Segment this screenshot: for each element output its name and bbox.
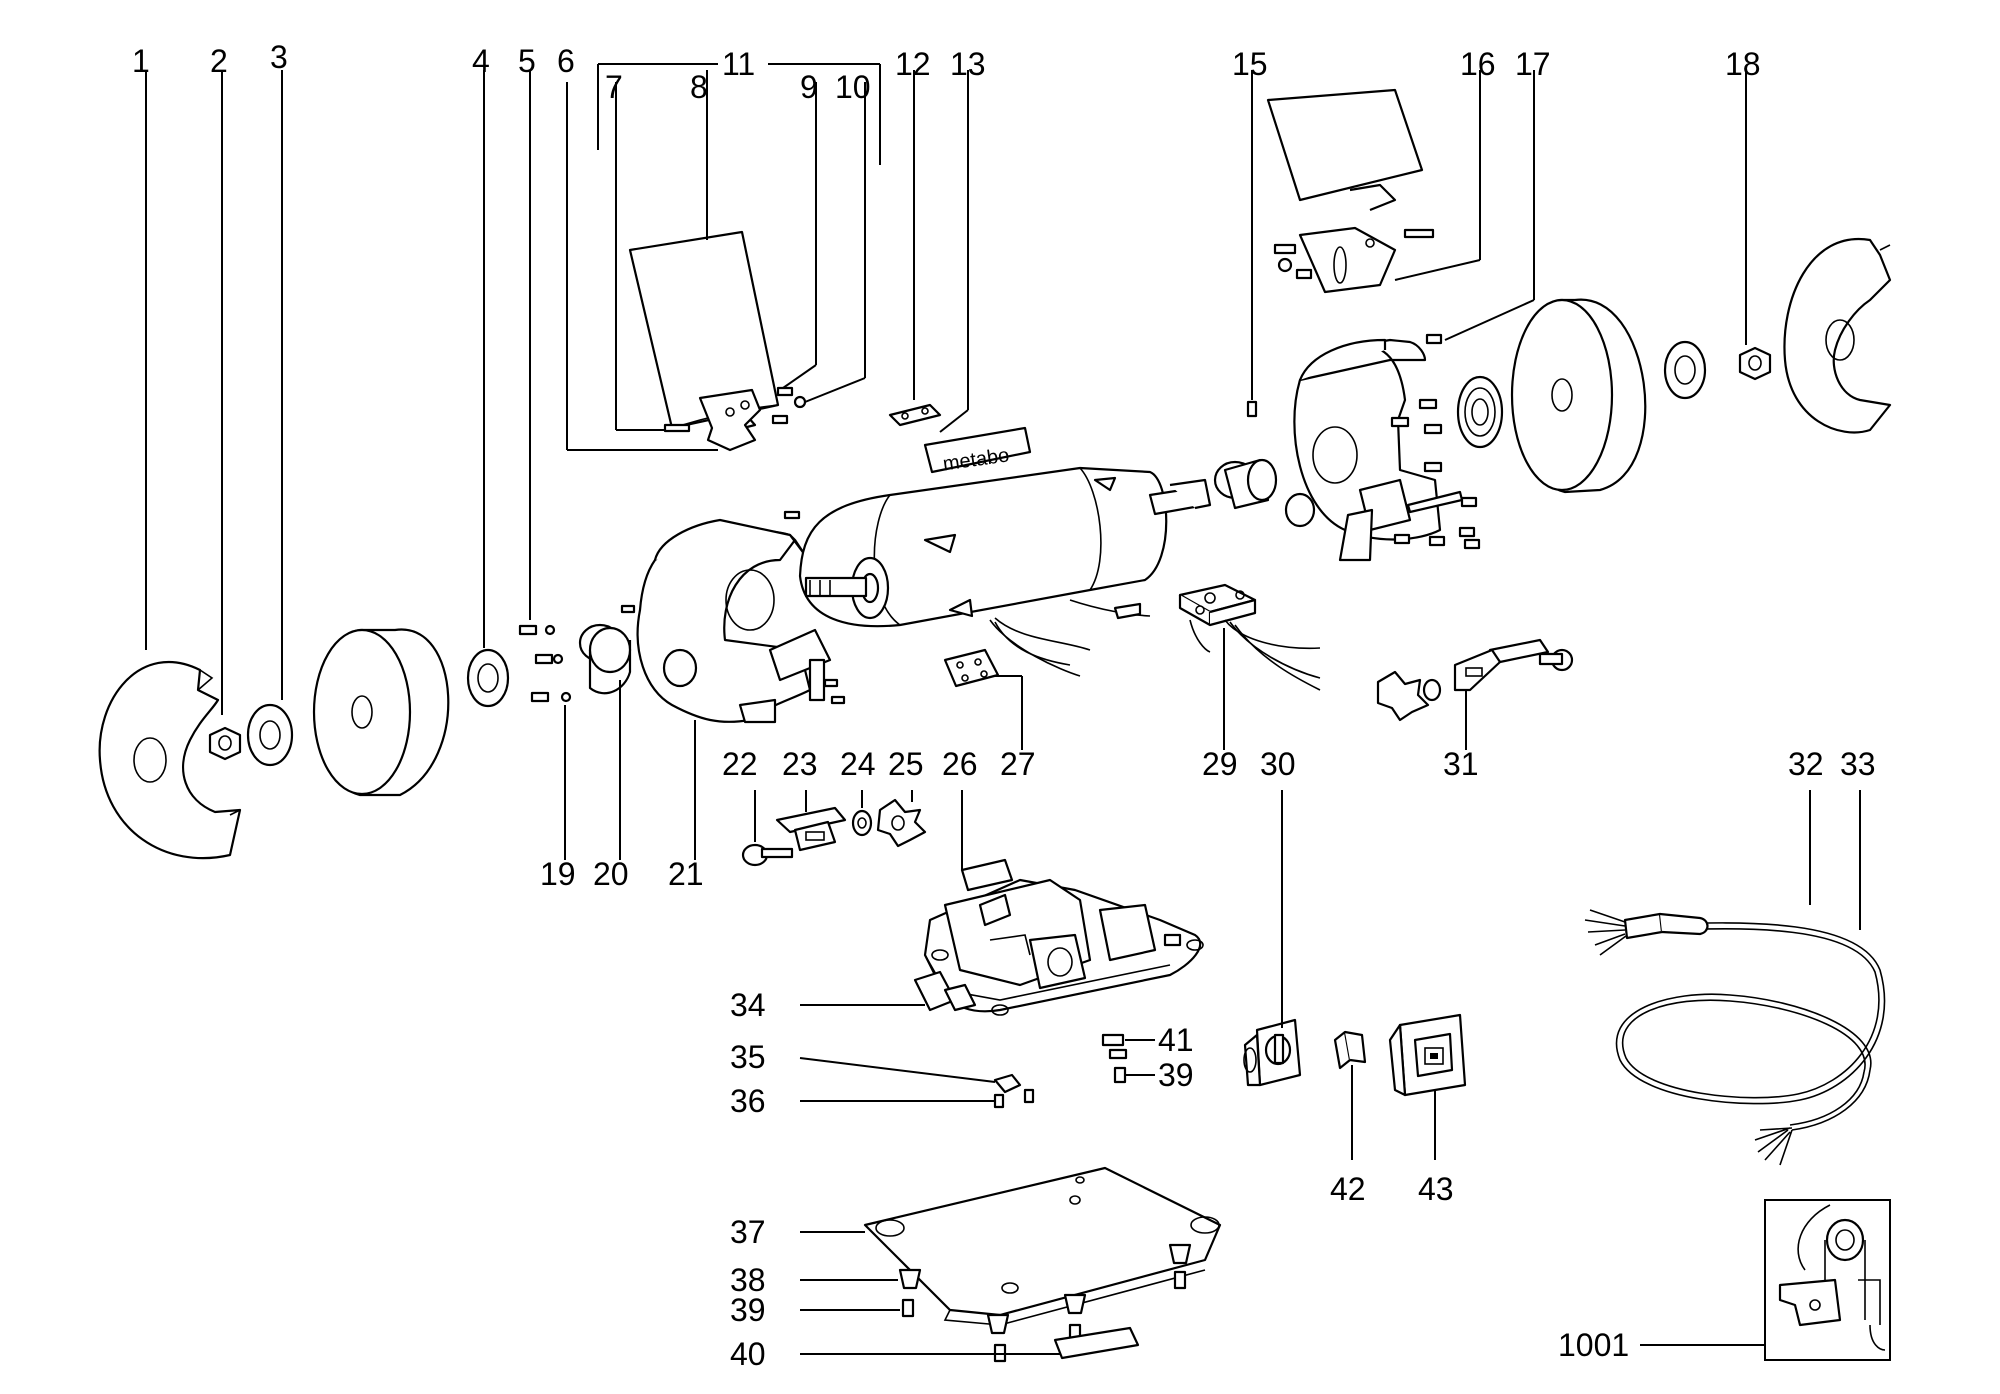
part-29-terminal-block	[1178, 583, 1321, 691]
right-grinding-wheel	[1510, 298, 1647, 494]
part-42-capacitor	[1333, 1030, 1367, 1070]
part-26-label	[960, 858, 1014, 892]
label-2: 2	[210, 43, 228, 79]
label-38: 38	[730, 1262, 766, 1298]
label-17: 17	[1515, 46, 1551, 82]
part-25-star-knob	[876, 798, 927, 848]
label-4: 4	[472, 43, 490, 79]
part-38-rubber-feet	[898, 1243, 1192, 1335]
label-29: 29	[1202, 746, 1238, 782]
label-25: 25	[888, 746, 924, 782]
label-13: 13	[950, 46, 986, 82]
label-24: 24	[840, 746, 876, 782]
label-1: 1	[132, 43, 150, 79]
label-34: 34	[730, 987, 766, 1023]
right-flange	[1456, 375, 1504, 449]
label-6: 6	[557, 43, 575, 79]
label-11: 11	[722, 46, 755, 82]
label-22: 22	[722, 746, 758, 782]
label-43: 43	[1418, 1171, 1454, 1207]
label-41: 41	[1158, 1022, 1194, 1058]
part-labels: 1 2 3 4 5 6 7 8 9 10 11 12 13 15 16 17 1…	[132, 39, 1876, 1372]
label-21: 21	[668, 856, 704, 892]
label-9: 9	[800, 69, 818, 105]
label-39-lower: 39	[730, 1292, 766, 1328]
label-35: 35	[730, 1039, 766, 1075]
label-42: 42	[1330, 1171, 1366, 1207]
motor	[798, 466, 1212, 677]
part-22-screw	[741, 843, 794, 867]
label-37: 37	[730, 1214, 766, 1250]
label-5: 5	[518, 43, 536, 79]
label-20: 20	[593, 856, 629, 892]
part-34-base	[913, 878, 1204, 1016]
part-36-screws	[993, 1088, 1035, 1109]
label-12: 12	[895, 46, 931, 82]
part-40-label	[1053, 1326, 1140, 1360]
part-30-rotary-switch	[1243, 1018, 1302, 1087]
part-33-power-cord	[1615, 922, 1886, 1131]
part-35-earth-terminal	[993, 1073, 1022, 1094]
label-1001: 1001	[1558, 1327, 1629, 1363]
right-bushing	[1213, 458, 1278, 510]
part-32-cord-grommet	[1584, 909, 1709, 956]
label-40: 40	[730, 1336, 766, 1372]
part-18-nut	[1738, 346, 1772, 381]
part-17-right-wheel-housing	[1284, 333, 1481, 562]
label-15: 15	[1232, 46, 1268, 82]
part-5-screws	[518, 624, 572, 703]
part-37-bottom-plate	[863, 1166, 1222, 1326]
label-32: 32	[1788, 746, 1824, 782]
label-16: 16	[1460, 46, 1496, 82]
label-39-upper: 39	[1158, 1057, 1194, 1093]
part-1-wheel-guard-cover	[98, 660, 242, 860]
part-41-cable-clamp	[1101, 1033, 1128, 1060]
part-1001-wiring-diagram	[1764, 1199, 1891, 1361]
part-16-right-eye-shield	[1266, 88, 1435, 294]
part-4-flange	[466, 648, 510, 708]
label-10: 10	[835, 69, 871, 105]
right-flange-2	[1663, 340, 1707, 400]
right-wheel-guard-cover	[1783, 237, 1892, 434]
label-33: 33	[1840, 746, 1876, 782]
part-21-left-wheel-housing	[620, 510, 846, 724]
part-13-nameplate: metabo	[923, 426, 1032, 475]
label-26: 26	[942, 746, 978, 782]
part-12-plate-bracket	[888, 403, 942, 427]
part-24-washer	[851, 809, 873, 837]
label-19: 19	[540, 856, 576, 892]
label-7: 7	[605, 69, 623, 105]
part-7-bracket	[663, 386, 807, 452]
part-31-tool-rest	[1376, 638, 1574, 722]
left-grinding-wheel	[312, 628, 450, 797]
part-3-flange	[246, 703, 294, 767]
label-27: 27	[1000, 746, 1036, 782]
part-15-screw	[1246, 400, 1258, 418]
part-39-screw-a	[1113, 1066, 1127, 1084]
label-31: 31	[1443, 746, 1479, 782]
part-27-insulator	[943, 648, 1000, 688]
label-30: 30	[1260, 746, 1296, 782]
label-18: 18	[1725, 46, 1761, 82]
part-2-nut	[208, 726, 242, 761]
part-20-bushing	[578, 623, 632, 695]
label-8: 8	[690, 69, 708, 105]
part-23-tool-rest	[775, 806, 847, 852]
label-36: 36	[730, 1083, 766, 1119]
label-3: 3	[270, 39, 288, 75]
label-23: 23	[782, 746, 818, 782]
part-43-rocker-switch	[1388, 1013, 1467, 1097]
